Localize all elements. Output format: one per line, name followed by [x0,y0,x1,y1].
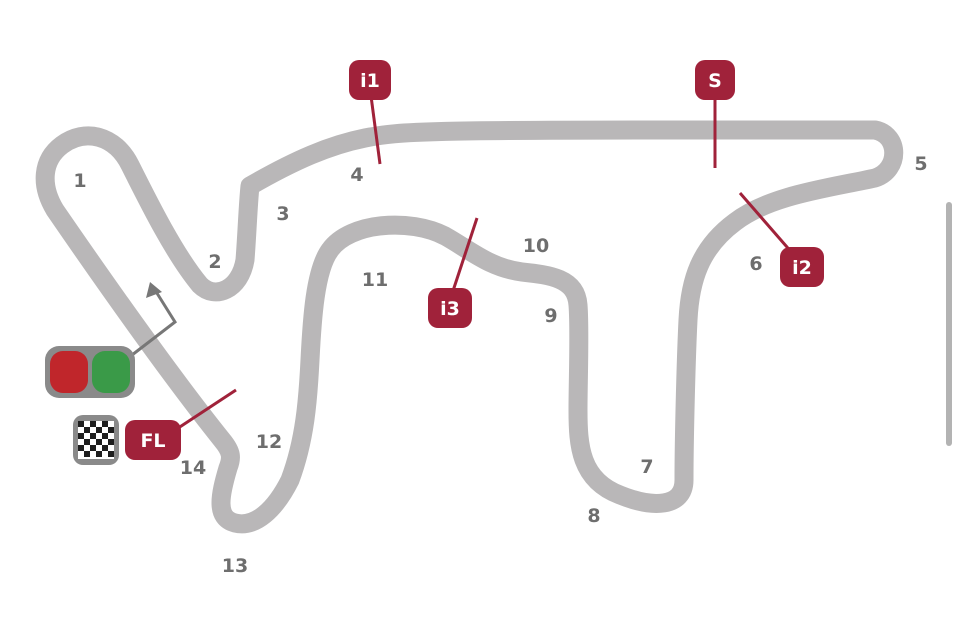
i1-leader-line [369,95,382,165]
turn-6-label: 6 [749,253,762,275]
marker-i1-label: i1 [360,70,380,92]
marker-s-label: S [708,70,722,92]
turn-13-label: 13 [222,555,248,577]
turn-8-label: 8 [587,505,600,527]
marker-fl-label: FL [140,430,165,452]
turn-11-label: 11 [362,269,388,291]
turn-4-label: 4 [350,164,363,186]
marker-i2[interactable]: i2 [780,247,824,287]
turn-7-label: 7 [640,456,653,478]
turn-12-label: 12 [256,431,282,453]
marker-s[interactable]: S [695,60,735,100]
marker-fl[interactable]: FL [125,420,181,460]
marker-i2-label: i2 [792,257,812,279]
turn-2-label: 2 [208,251,221,273]
turn-1-label: 1 [73,170,86,192]
checkered-flag-icon [73,415,119,465]
i3-leader-line [448,217,479,301]
marker-i3[interactable]: i3 [428,288,472,328]
marker-i3-label: i3 [440,298,460,320]
turn-3-label: 3 [276,203,289,225]
turn-9-label: 9 [544,305,557,327]
turn-14-label: 14 [180,457,206,479]
direction-arrow-icon [131,282,177,357]
vertical-scrollbar[interactable] [946,202,952,446]
turn-5-label: 5 [914,153,927,175]
traffic-lights-icon [45,346,135,398]
turn-10-label: 10 [523,235,549,257]
marker-i1[interactable]: i1 [349,60,391,100]
track-path [35,120,904,534]
